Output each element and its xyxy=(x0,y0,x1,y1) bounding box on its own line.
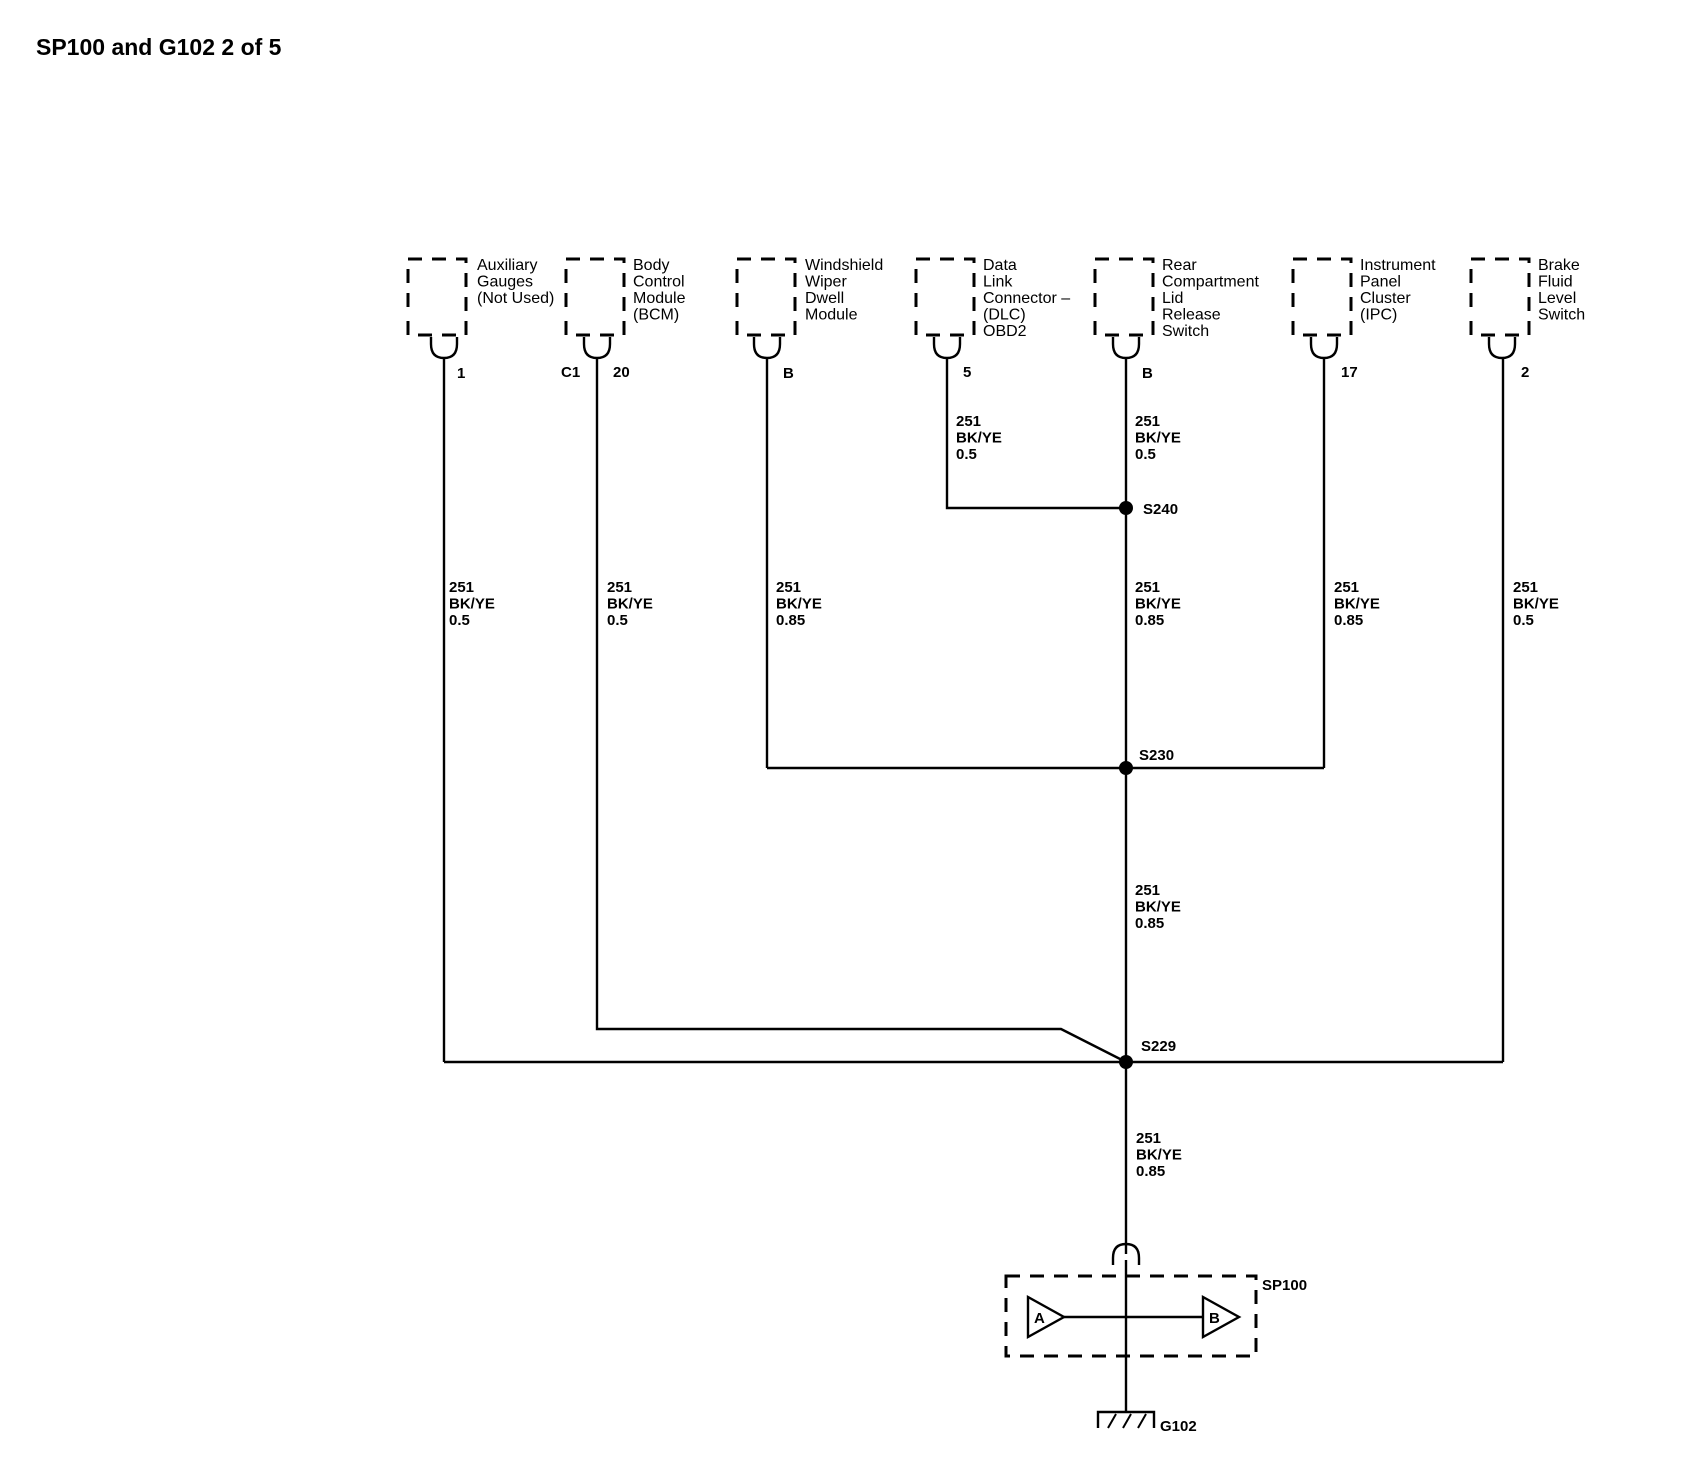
sp100-label: SP100 xyxy=(1262,1277,1307,1294)
terminal-icon xyxy=(1111,1242,1141,1265)
splice-dot-s229 xyxy=(1119,1055,1133,1069)
ground-hatch xyxy=(1107,1413,1117,1429)
terminal-icon xyxy=(752,337,782,360)
splice-dot-s240 xyxy=(1119,501,1133,515)
component-box xyxy=(735,257,797,337)
component-box xyxy=(406,257,468,337)
pin-label: B xyxy=(783,365,794,382)
wire-bcm xyxy=(595,358,1127,1064)
ground-hatch xyxy=(1137,1413,1147,1429)
ground-g102: G102 xyxy=(1096,1410,1197,1435)
sp100-splice-pack: A B SP100 xyxy=(1004,1242,1307,1358)
wire-dlc xyxy=(945,358,1126,510)
terminal-icon xyxy=(1309,337,1339,360)
pin-label: B xyxy=(1142,365,1153,382)
ground-icon xyxy=(1096,1410,1156,1428)
splice-dot-s230 xyxy=(1119,761,1133,775)
splice-label-s230: S230 xyxy=(1139,747,1174,764)
ground-hatch xyxy=(1122,1413,1132,1429)
pin-label: 2 xyxy=(1521,364,1529,381)
sp100-terminal-a: A xyxy=(1034,1310,1045,1327)
splice-label-s229: S229 xyxy=(1141,1038,1176,1055)
splice-label-s240: S240 xyxy=(1143,501,1178,518)
sp100-terminal-b: B xyxy=(1209,1310,1220,1327)
pin-label: 20 xyxy=(613,364,630,381)
component-box xyxy=(1093,257,1155,337)
terminal-icon xyxy=(1111,337,1141,360)
component-box xyxy=(564,257,626,337)
pin-label: 1 xyxy=(457,365,465,382)
pin-label: 17 xyxy=(1341,364,1358,381)
component-box xyxy=(914,257,976,337)
terminal-icon xyxy=(1487,337,1517,360)
connector-label: C1 xyxy=(561,364,580,381)
ground-label: G102 xyxy=(1160,1418,1197,1435)
wires xyxy=(442,358,1505,1412)
terminal-a-icon xyxy=(1026,1294,1067,1340)
component-box xyxy=(1291,257,1353,337)
terminal-icon xyxy=(429,337,459,360)
component-box xyxy=(1469,257,1531,337)
terminal-icon xyxy=(582,337,612,360)
pin-label: 5 xyxy=(963,364,971,381)
terminal-icon xyxy=(932,337,962,360)
sp100-box xyxy=(1004,1274,1258,1358)
page-title: SP100 and G102 2 of 5 xyxy=(36,34,282,60)
